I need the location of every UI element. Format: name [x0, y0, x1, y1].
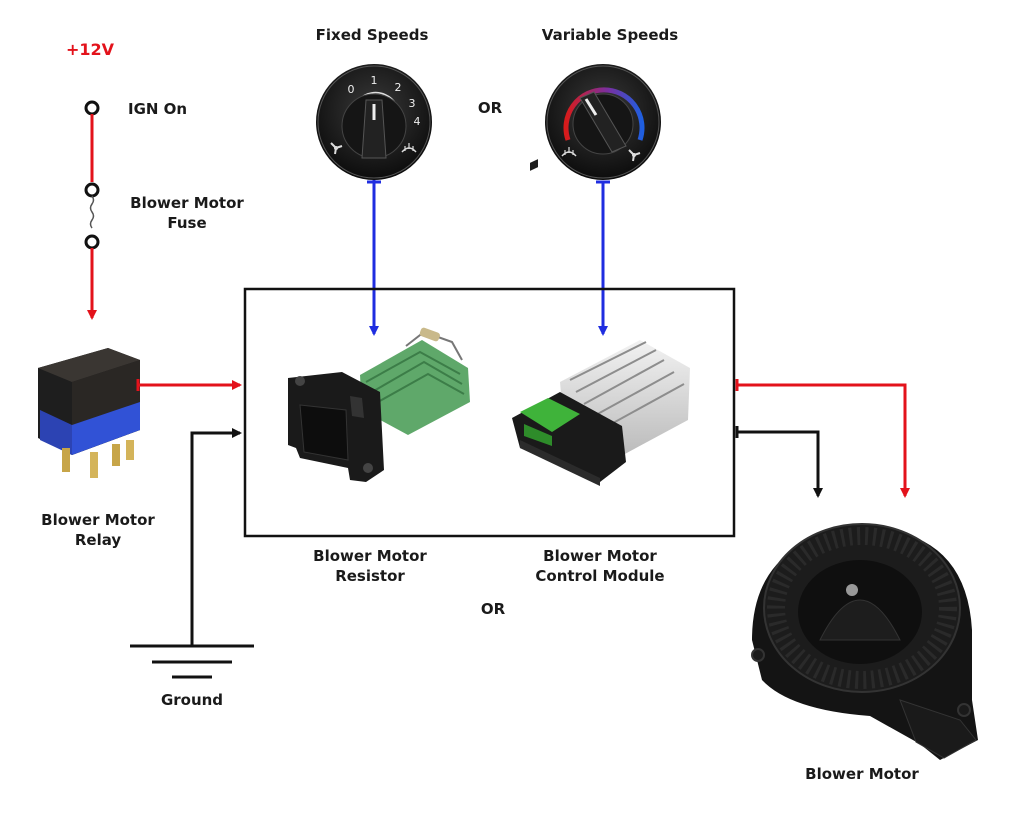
control-box [243, 287, 736, 538]
relay-image [38, 348, 140, 478]
blower-motor-label: Blower Motor [805, 765, 919, 783]
fan-icon [330, 142, 343, 155]
resistor-label-line2: Resistor [335, 567, 405, 585]
fuse-label-line2: Fuse [167, 214, 206, 232]
fuse-label-line1: Blower Motor [130, 194, 244, 212]
speed-mark-3: 3 [409, 97, 416, 110]
relay-label-line2: Relay [75, 531, 122, 549]
blower-motor-control-module-image [512, 159, 690, 486]
module-label-line1: Blower Motor [543, 547, 657, 565]
ground-to-box-arrow [190, 428, 242, 645]
ground-label: Ground [161, 691, 223, 709]
speed-mark-0: 0 [348, 83, 355, 96]
blower-motor-resistor-image [288, 327, 470, 482]
ign-on-label: IGN On [128, 100, 187, 118]
ground-symbol [130, 644, 254, 679]
fan-icon [628, 149, 641, 162]
speed-mark-4: 4 [414, 115, 421, 128]
defrost-icon [561, 147, 577, 157]
fuse-symbol [84, 195, 100, 250]
speed-mark-2: 2 [395, 81, 402, 94]
speed-mark-1: 1 [371, 74, 378, 87]
module-label-line2: Control Module [535, 567, 664, 585]
box-to-motor-ground-arrow [737, 430, 823, 498]
variable-speed-knob-image [545, 64, 661, 180]
or-bottom-label: OR [481, 600, 506, 618]
blower-motor-image [751, 523, 978, 760]
variable-speeds-label: Variable Speeds [542, 26, 678, 44]
box-to-motor-power-arrow [737, 383, 910, 498]
relay-label-line1: Blower Motor [41, 511, 155, 529]
voltage-label: +12V [66, 40, 115, 59]
or-top-label: OR [478, 99, 503, 117]
resistor-label-line1: Blower Motor [313, 547, 427, 565]
fixed-speeds-label: Fixed Speeds [316, 26, 429, 44]
defrost-icon [401, 143, 417, 153]
fixed-speed-knob-image: 0 1 2 3 4 [316, 64, 432, 180]
ign-switch-symbol [84, 100, 100, 198]
